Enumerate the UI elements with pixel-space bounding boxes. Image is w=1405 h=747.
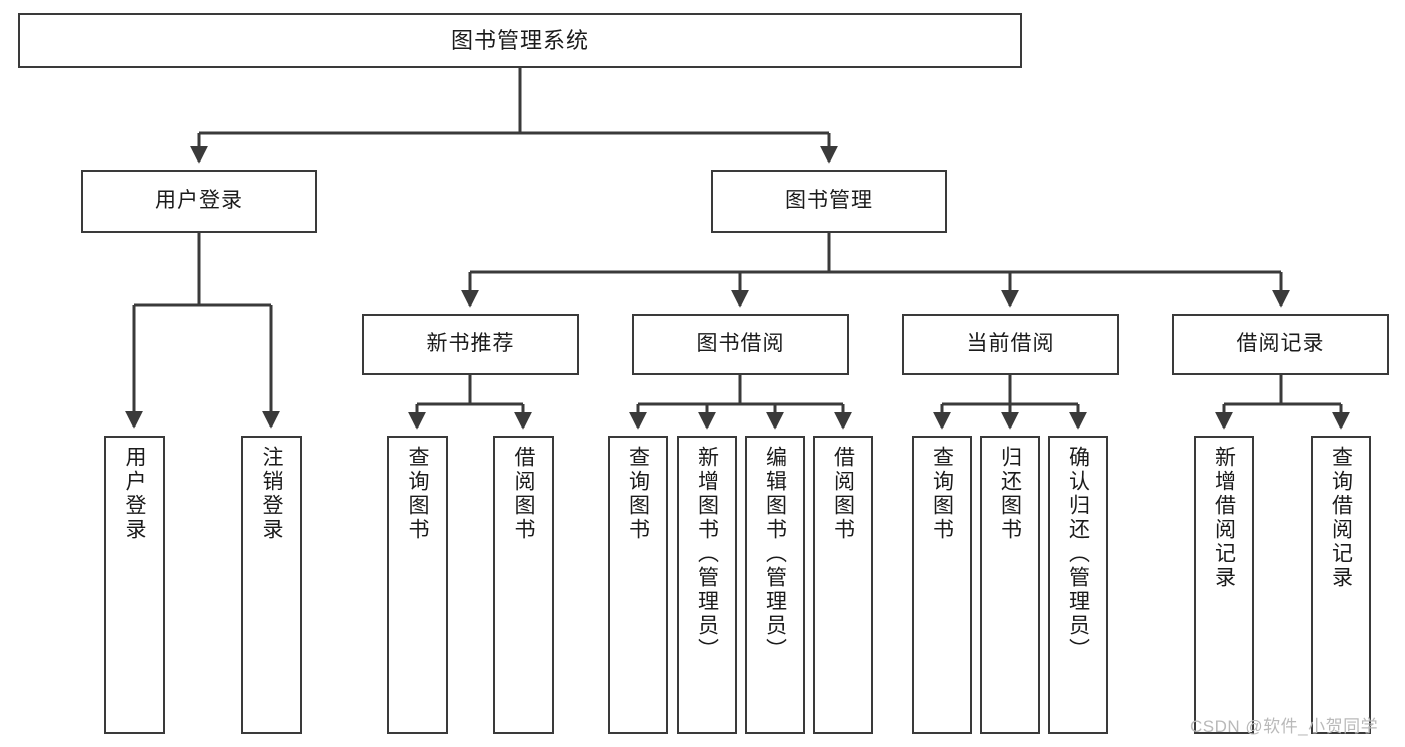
node-book-management-label: 图书管理	[785, 189, 873, 213]
node-leaf-query-record[interactable]: 查询借阅记录	[1311, 436, 1371, 734]
node-user-login[interactable]: 用户登录	[81, 170, 317, 233]
node-leaf-query-book-1[interactable]: 查询图书	[387, 436, 448, 734]
node-leaf-return-book[interactable]: 归还图书	[980, 436, 1040, 734]
node-leaf-add-book-label: 新增图书（管理员）	[695, 446, 719, 662]
node-leaf-borrow-book-1[interactable]: 借阅图书	[493, 436, 554, 734]
node-leaf-borrow-book-2[interactable]: 借阅图书	[813, 436, 873, 734]
node-borrow-record[interactable]: 借阅记录	[1172, 314, 1389, 375]
node-leaf-logout-login-label: 注销登录	[260, 446, 283, 542]
node-leaf-query-book-1-label: 查询图书	[406, 446, 429, 542]
node-leaf-user-login-label: 用户登录	[123, 446, 146, 542]
node-leaf-confirm-return-label: 确认归还（管理员）	[1066, 446, 1090, 662]
node-leaf-query-book-3[interactable]: 查询图书	[912, 436, 972, 734]
node-root[interactable]: 图书管理系统	[18, 13, 1022, 68]
node-current-borrow-label: 当前借阅	[966, 332, 1055, 356]
node-book-borrow-label: 图书借阅	[696, 332, 785, 356]
node-new-book-recommend-label: 新书推荐	[426, 332, 515, 356]
node-current-borrow[interactable]: 当前借阅	[902, 314, 1119, 375]
node-leaf-user-login[interactable]: 用户登录	[104, 436, 165, 734]
node-leaf-add-record-label: 新增借阅记录	[1212, 446, 1236, 590]
node-leaf-query-book-2[interactable]: 查询图书	[608, 436, 668, 734]
node-leaf-query-book-2-label: 查询图书	[626, 446, 650, 542]
node-leaf-borrow-book-1-label: 借阅图书	[512, 446, 535, 542]
node-leaf-query-book-3-label: 查询图书	[930, 446, 954, 542]
node-book-management[interactable]: 图书管理	[711, 170, 947, 233]
node-leaf-confirm-return[interactable]: 确认归还（管理员）	[1048, 436, 1108, 734]
csdn-watermark: CSDN @软件_小贺同学	[1190, 717, 1379, 736]
node-book-borrow[interactable]: 图书借阅	[632, 314, 849, 375]
node-leaf-add-book[interactable]: 新增图书（管理员）	[677, 436, 737, 734]
node-user-login-label: 用户登录	[155, 189, 243, 213]
node-leaf-logout-login[interactable]: 注销登录	[241, 436, 302, 734]
node-root-label: 图书管理系统	[450, 27, 589, 53]
node-new-book-recommend[interactable]: 新书推荐	[362, 314, 579, 375]
node-leaf-edit-book-label: 编辑图书（管理员）	[763, 446, 787, 662]
node-leaf-edit-book[interactable]: 编辑图书（管理员）	[745, 436, 805, 734]
node-leaf-return-book-label: 归还图书	[998, 446, 1022, 542]
node-leaf-query-record-label: 查询借阅记录	[1329, 446, 1353, 590]
node-borrow-record-label: 借阅记录	[1236, 332, 1325, 356]
node-leaf-add-record[interactable]: 新增借阅记录	[1194, 436, 1254, 734]
node-leaf-borrow-book-2-label: 借阅图书	[831, 446, 855, 542]
